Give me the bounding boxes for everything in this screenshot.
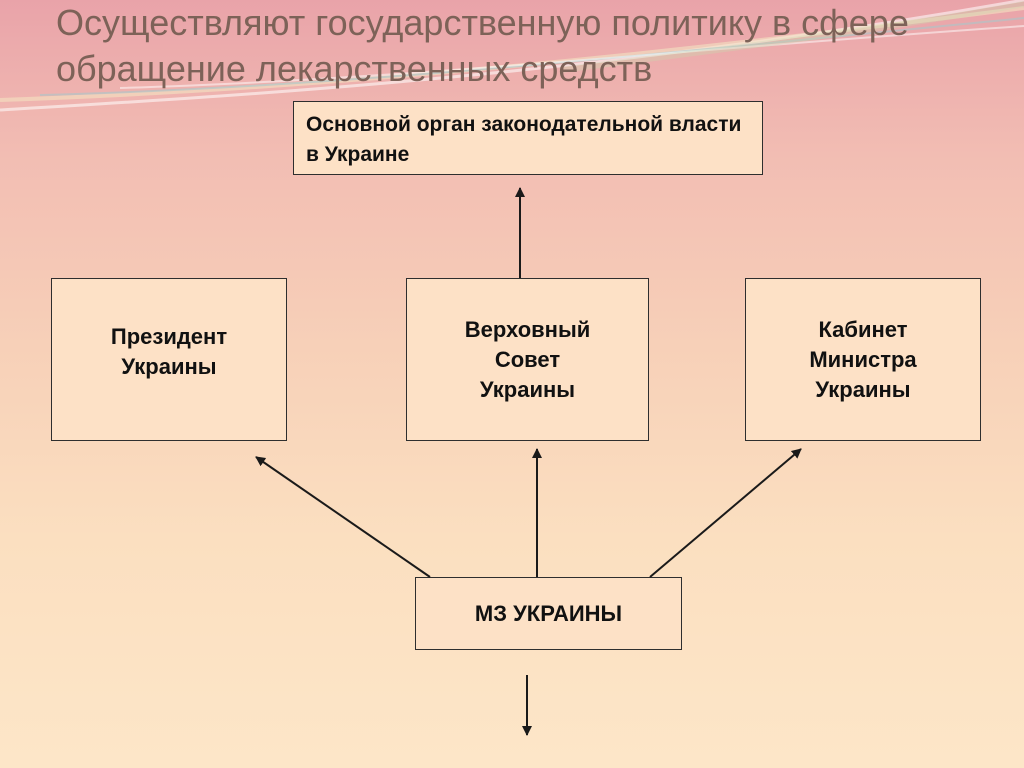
ministry-of-health-box: МЗ УКРАИНЫ — [415, 577, 682, 650]
cabinet-of-ministers-box: Кабинет Министра Украины — [745, 278, 981, 441]
cabinet-box-line: Украины — [815, 376, 911, 402]
supreme-council-box-line: Верховный — [464, 316, 591, 342]
supreme-council-box-line: Украины — [479, 376, 576, 402]
arrow-mz-to-president — [255, 456, 431, 578]
cabinet-box-line: Министра — [809, 346, 917, 372]
president-box-line: Украины — [121, 353, 217, 379]
cabinet-box-line: Кабинет — [818, 316, 908, 342]
decorative-swoosh — [0, 0, 1024, 112]
legislative-body-box: Основной орган законодательной власти в … — [293, 101, 763, 175]
president-box-line: Президент — [110, 323, 228, 349]
slide-title: Осуществляют государственную политику в … — [56, 2, 909, 89]
supreme-council-box: Верховный Совет Украины — [406, 278, 649, 441]
arrow-mz-to-cabinet — [649, 448, 802, 578]
supreme-council-box-line: Совет — [494, 346, 561, 372]
ministry-of-health-label: МЗ УКРАИНЫ — [474, 600, 623, 626]
president-box: Президент Украины — [51, 278, 287, 441]
